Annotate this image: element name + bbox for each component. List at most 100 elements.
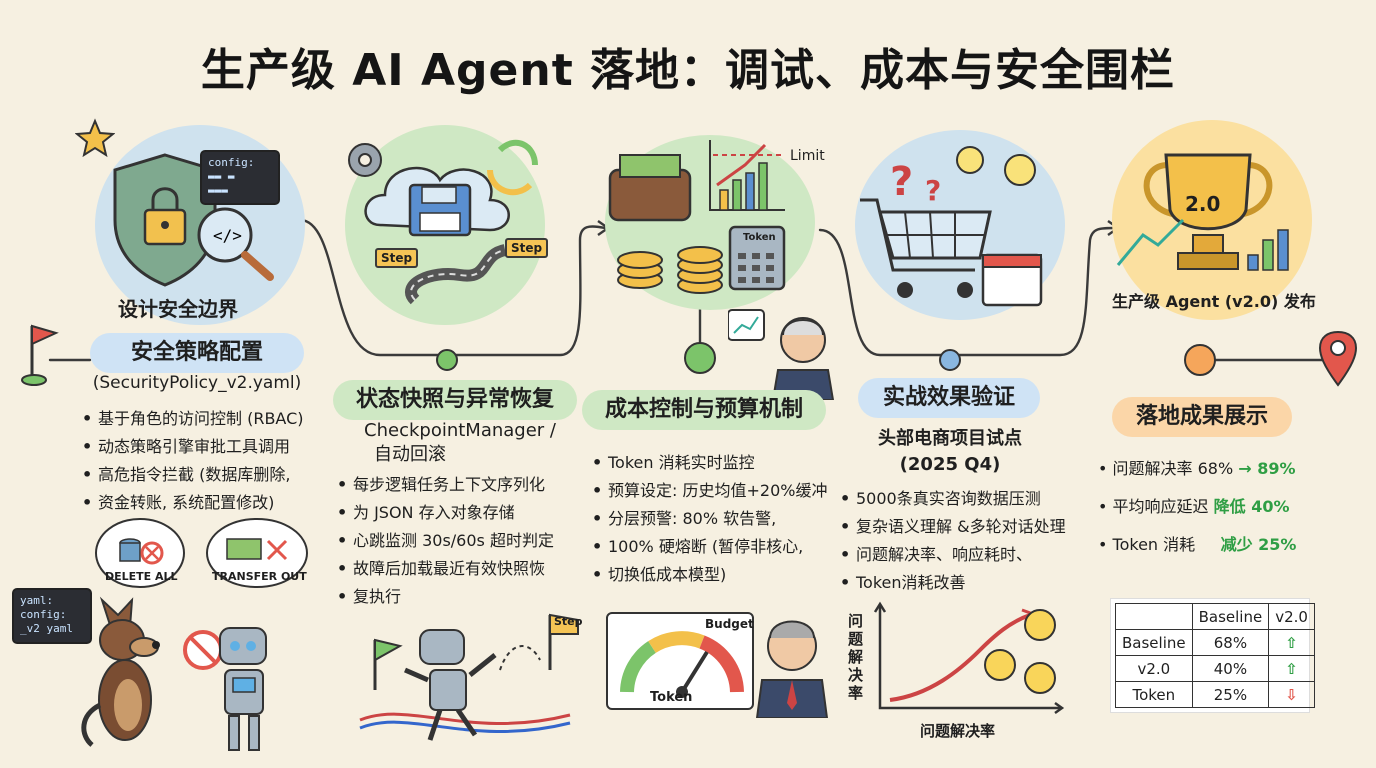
code-line: config: xyxy=(20,608,67,621)
svg-text:</>: </> xyxy=(213,226,242,245)
page-title: 生产级 AI Agent 落地：调试、成本与安全围栏 xyxy=(200,45,1176,96)
start-flag-icon xyxy=(21,324,59,386)
trophy-version: 2.0 xyxy=(1185,192,1221,216)
table-cell: 25% xyxy=(1191,681,1270,708)
list-item: 动态策略引擎审批工具调用 xyxy=(80,436,304,458)
flow-node-1 xyxy=(436,349,458,371)
stage4-subtitle-2: (2025 Q4) xyxy=(899,454,1001,475)
list-item: 问题解决率、响应耗时、 xyxy=(838,544,1066,566)
table-row: v2.0 40% ⇧ xyxy=(1115,655,1315,682)
wallet-coins-icon xyxy=(608,140,786,294)
code-line: _v2 yaml xyxy=(20,622,73,635)
guard-dog-icon xyxy=(81,596,160,747)
y-axis-label: 问题解决率 xyxy=(848,612,864,702)
cloud-save-icon xyxy=(348,139,538,305)
svg-text:?: ? xyxy=(925,174,941,207)
result-label: Token 消耗 xyxy=(1112,535,1196,554)
destination-pin-icon xyxy=(1318,330,1358,387)
flow-node-3 xyxy=(939,349,961,371)
list-item: 复执行 xyxy=(335,586,554,608)
transfer-bubble xyxy=(206,518,308,588)
result-row-1: • 问题解决率 68% → 89% xyxy=(1098,459,1296,478)
result-value: 减少 25% xyxy=(1220,535,1297,554)
table-cell: ⇩ xyxy=(1268,681,1315,708)
result-value: → 89% xyxy=(1238,459,1296,478)
stage1-bullets: 基于角色的访问控制 (RBAC) 动态策略引擎审批工具调用 高危指令拦截 (数据… xyxy=(80,408,304,520)
stage3-bullets: Token 消耗实时监控 预算设定: 历史均值+20%缓冲 分层预警: 80% … xyxy=(590,452,827,592)
table-cell: ⇧ xyxy=(1268,655,1315,682)
limit-label: Limit xyxy=(790,148,825,164)
stage3-pill: 成本控制与预算机制 xyxy=(582,390,826,430)
svg-text:?: ? xyxy=(890,159,913,205)
result-label: 平均响应延迟 xyxy=(1112,497,1209,516)
falling-robot-icon xyxy=(359,613,579,741)
table-header-cell: Baseline xyxy=(1191,603,1270,630)
flow-node-2 xyxy=(684,342,716,374)
list-item: 100% 硬熔断 (暂停非核心, xyxy=(590,536,827,558)
businessman-icon xyxy=(755,620,829,718)
stage4-pill: 实战效果验证 xyxy=(858,378,1040,418)
stage1-subtitle: (SecurityPolicy_v2.yaml) xyxy=(92,373,302,393)
table-cell: Baseline xyxy=(1115,629,1193,656)
calculator-label: Token xyxy=(743,232,776,243)
arrow-up-icon: ⇧ xyxy=(1285,633,1298,652)
gauge-budget-label: Budget xyxy=(705,617,754,631)
security-shield-icon: </> xyxy=(113,153,274,287)
list-item: 心跳监测 30s/60s 超时判定 xyxy=(335,530,554,552)
stage2-bullets: 每步逻辑任务上下文序列化 为 JSON 存入对象存储 心跳监测 30s/60s … xyxy=(335,474,554,614)
improvement-chart-icon xyxy=(873,601,1065,715)
list-item: 复杂语义理解 &多轮对话处理 xyxy=(838,516,1066,538)
step-flag-label: Step xyxy=(554,615,583,628)
table-cell: v2.0 xyxy=(1115,655,1193,682)
cart-ideas-icon: ? ? xyxy=(860,146,1043,307)
step-tag-left: Step xyxy=(375,248,419,268)
result-row-2: • 平均响应延迟 降低 40% xyxy=(1098,497,1290,516)
table-cell: 68% xyxy=(1191,629,1270,656)
stage2-subtitle-1: CheckpointManager / xyxy=(364,420,556,441)
arrow-down-icon: ⇩ xyxy=(1285,685,1298,704)
gauge-token-label: Token xyxy=(650,690,693,705)
list-item: 基于角色的访问控制 (RBAC) xyxy=(80,408,304,430)
transfer-bubble-label: TRANSFER OUT xyxy=(212,570,307,583)
stage5-heading: 生产级 Agent (v2.0) 发布 xyxy=(1112,292,1316,311)
stage4-bullets: 5000条真实咨询数据压测 复杂语义理解 &多轮对话处理 问题解决率、响应耗时、… xyxy=(838,488,1066,600)
star-icon xyxy=(75,118,115,158)
delete-bubble-label: DELETE ALL xyxy=(105,570,178,583)
list-item: Token消耗改善 xyxy=(838,572,1066,594)
stage4-subtitle-1: 头部电商项目试点 xyxy=(878,428,1022,449)
table-cell: 40% xyxy=(1191,655,1270,682)
stage1-pill: 安全策略配置 xyxy=(90,333,304,373)
robot-icon xyxy=(183,627,267,751)
table-row: Token 25% ⇩ xyxy=(1115,681,1315,708)
code-window: config:▬▬ ▬▬▬▬ xyxy=(200,150,280,205)
stage1-heading: 设计安全边界 xyxy=(118,297,238,321)
stage2-subtitle-2: 自动回滚 xyxy=(374,444,446,465)
budget-gauge-icon xyxy=(620,631,744,698)
stage5-pill: 落地成果展示 xyxy=(1112,397,1292,437)
list-item: 5000条真实咨询数据压测 xyxy=(838,488,1066,510)
list-item: 预算设定: 历史均值+20%缓冲 xyxy=(590,480,827,502)
code-window-text: config: xyxy=(208,156,255,169)
results-table-card: Baseline v2.0 Baseline 68% ⇧ v2.0 40% ⇧ … xyxy=(1110,598,1315,713)
list-item: 切换低成本模型) xyxy=(590,564,827,586)
result-value: 降低 40% xyxy=(1213,497,1290,516)
investor-portrait-icon xyxy=(728,309,835,400)
table-row: Baseline 68% ⇧ xyxy=(1115,629,1315,656)
results-table: Baseline v2.0 Baseline 68% ⇧ v2.0 40% ⇧ … xyxy=(1115,603,1315,708)
delete-bubble xyxy=(95,518,185,588)
table-cell: ⇧ xyxy=(1268,629,1315,656)
list-item: 高危指令拦截 (数据库删除, xyxy=(80,464,304,486)
stage2-pill: 状态快照与异常恢复 xyxy=(333,380,577,420)
list-item: 故障后加载最近有效快照恢 xyxy=(335,558,554,580)
table-header-cell: v2.0 xyxy=(1268,603,1315,630)
list-item: 为 JSON 存入对象存储 xyxy=(335,502,554,524)
yaml-code-window: yaml: config: _v2 yaml xyxy=(12,588,92,644)
table-cell: Token xyxy=(1115,681,1193,708)
list-item: 分层预警: 80% 软告警, xyxy=(590,508,827,530)
list-item: Token 消耗实时监控 xyxy=(590,452,827,474)
flow-node-4 xyxy=(1184,344,1216,376)
results-list: • 问题解决率 68% → 89% • 平均响应延迟 降低 40% • Toke… xyxy=(1098,458,1296,556)
result-row-3: • Token 消耗 减少 25% xyxy=(1098,535,1297,554)
code-line: yaml: xyxy=(20,594,54,607)
x-axis-label: 问题解决率 xyxy=(920,722,996,740)
